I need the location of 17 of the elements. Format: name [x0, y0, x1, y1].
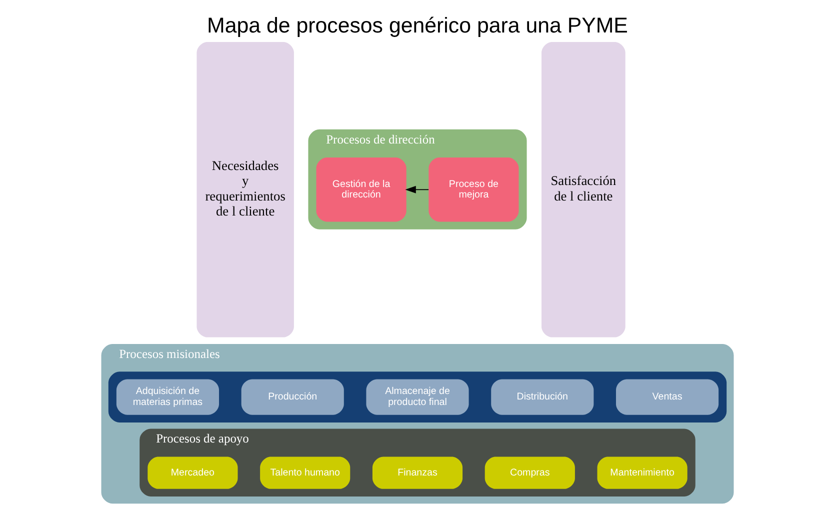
node-box: Producción [240, 379, 344, 415]
node-box: Satisfacción de l cliente [541, 42, 625, 338]
node-box: Almacenaje de producto final [366, 379, 468, 415]
node-box: Mantenimiento [596, 456, 687, 489]
node-box: Adquisición de materias primas [116, 379, 219, 415]
cluster [108, 372, 726, 422]
node-box: Gestión de la dirección [316, 158, 406, 222]
arrow [404, 186, 428, 194]
node-box: Finanzas [372, 456, 462, 489]
node-box: Mercadeo [147, 456, 238, 489]
node-box: Ventas [615, 379, 718, 415]
diagram-title: Mapa de procesos genérico para una PYME [206, 13, 628, 38]
node-box: Distribución [490, 379, 594, 415]
node-box: Compras [484, 456, 574, 489]
node-box: Talento humano [260, 456, 350, 489]
node-box: Proceso de mejora [428, 158, 518, 222]
node-box: Necesidades y requerimientos de l cliente [196, 42, 294, 338]
